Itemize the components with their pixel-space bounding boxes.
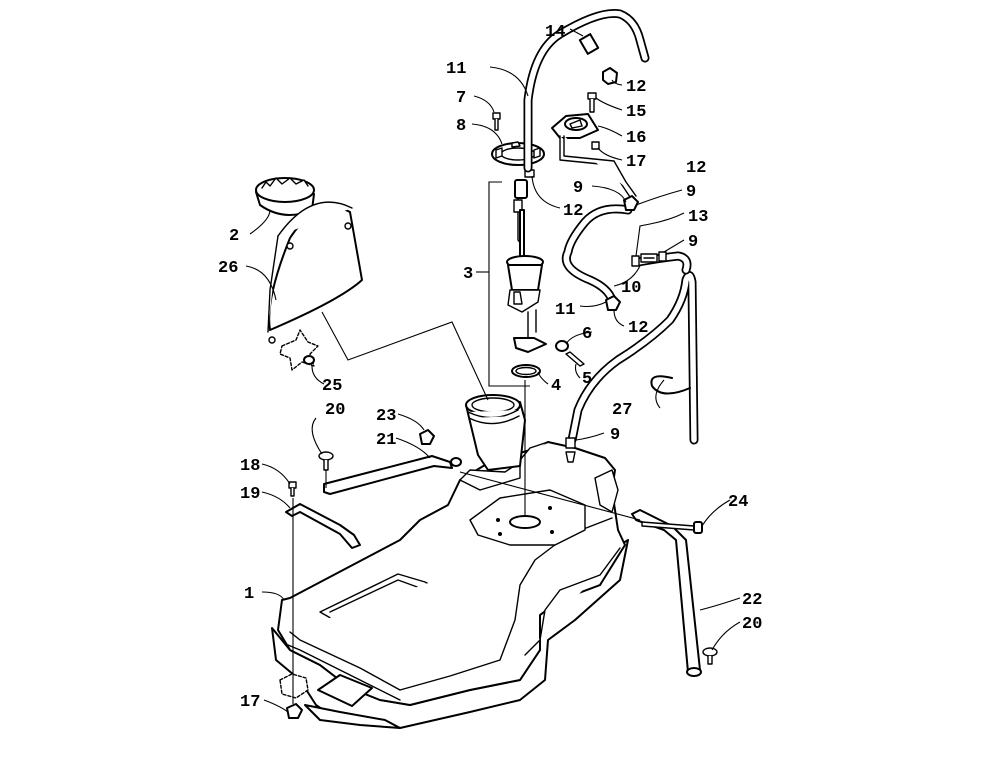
fuel-tank [271, 441, 629, 729]
bracket-16 [551, 113, 637, 201]
callout-14-top: 14 [545, 23, 565, 42]
callout-18: 18 [240, 457, 260, 476]
fuel-cap [255, 177, 315, 216]
callout-1: 1 [244, 585, 254, 604]
bolt-5 [565, 351, 585, 367]
snap-ring [650, 375, 691, 395]
callout-12-right: 12 [686, 159, 706, 178]
callout-9-right-top: 9 [686, 183, 696, 202]
clamp-14 [578, 33, 600, 55]
nut-17-top [591, 141, 600, 150]
callout-20-bottom: 20 [742, 615, 762, 634]
callout-11-top: 11 [446, 60, 466, 79]
connector-13 [631, 251, 667, 267]
callout-6: 6 [582, 325, 592, 344]
cap-tether [267, 201, 363, 344]
callout-20-top: 20 [325, 401, 345, 420]
callout-15: 15 [626, 103, 646, 122]
filler-neck [465, 394, 526, 471]
callout-11-lower: 11 [555, 301, 575, 320]
callout-23: 23 [376, 407, 396, 426]
callout-9-lower: 9 [610, 426, 620, 445]
callout-3: 3 [463, 265, 473, 284]
callout-5: 5 [582, 370, 592, 389]
callout-2: 2 [229, 227, 239, 246]
star-washer [279, 329, 319, 371]
callout-16: 16 [626, 129, 646, 148]
callout-4: 4 [551, 377, 561, 396]
callout-12-pump: 12 [563, 202, 583, 221]
callout-17-bottom: 17 [240, 693, 260, 712]
screw-20-top [318, 451, 334, 471]
callout-labels: 14 11 12 7 15 8 16 17 12 9 9 12 13 9 2 2… [218, 23, 762, 712]
nut-17-bottom [286, 703, 303, 719]
strap-22 [631, 509, 702, 677]
callout-8: 8 [456, 117, 466, 136]
screw-7 [492, 112, 501, 131]
screw-20-bottom [702, 647, 718, 665]
callout-7: 7 [456, 89, 466, 108]
callout-13: 13 [688, 208, 708, 227]
clamp-9-lower [565, 437, 576, 463]
callout-27: 27 [612, 401, 632, 420]
callout-22: 22 [742, 591, 762, 610]
lock-ring [491, 141, 545, 166]
nut-23 [419, 429, 435, 445]
callout-17-top: 17 [626, 153, 646, 172]
fitting-12-elbow [623, 195, 639, 211]
fitting-12-top [602, 67, 618, 85]
alignment-lines [292, 311, 641, 704]
nut-6 [555, 340, 569, 352]
screw-18 [288, 481, 297, 497]
callout-10: 10 [621, 279, 641, 298]
fuel-pump [476, 179, 547, 387]
bottom-washer [279, 673, 309, 699]
callout-9-right-mid: 9 [688, 233, 698, 252]
callout-26: 26 [218, 259, 238, 278]
fitting-12-lower [605, 295, 621, 311]
callout-12-top: 12 [626, 78, 646, 97]
o-ring [511, 364, 541, 378]
callout-12-lower: 12 [628, 319, 648, 338]
callout-19: 19 [240, 485, 260, 504]
screw-15 [587, 92, 597, 113]
callout-24: 24 [728, 493, 748, 512]
callout-leaders [245, 28, 741, 713]
strap-19 [285, 503, 361, 549]
callout-25: 25 [322, 377, 342, 396]
bolt-24 [641, 521, 703, 534]
callout-9-left: 9 [573, 179, 583, 198]
strap-21 [323, 455, 462, 495]
callout-21: 21 [376, 431, 396, 450]
